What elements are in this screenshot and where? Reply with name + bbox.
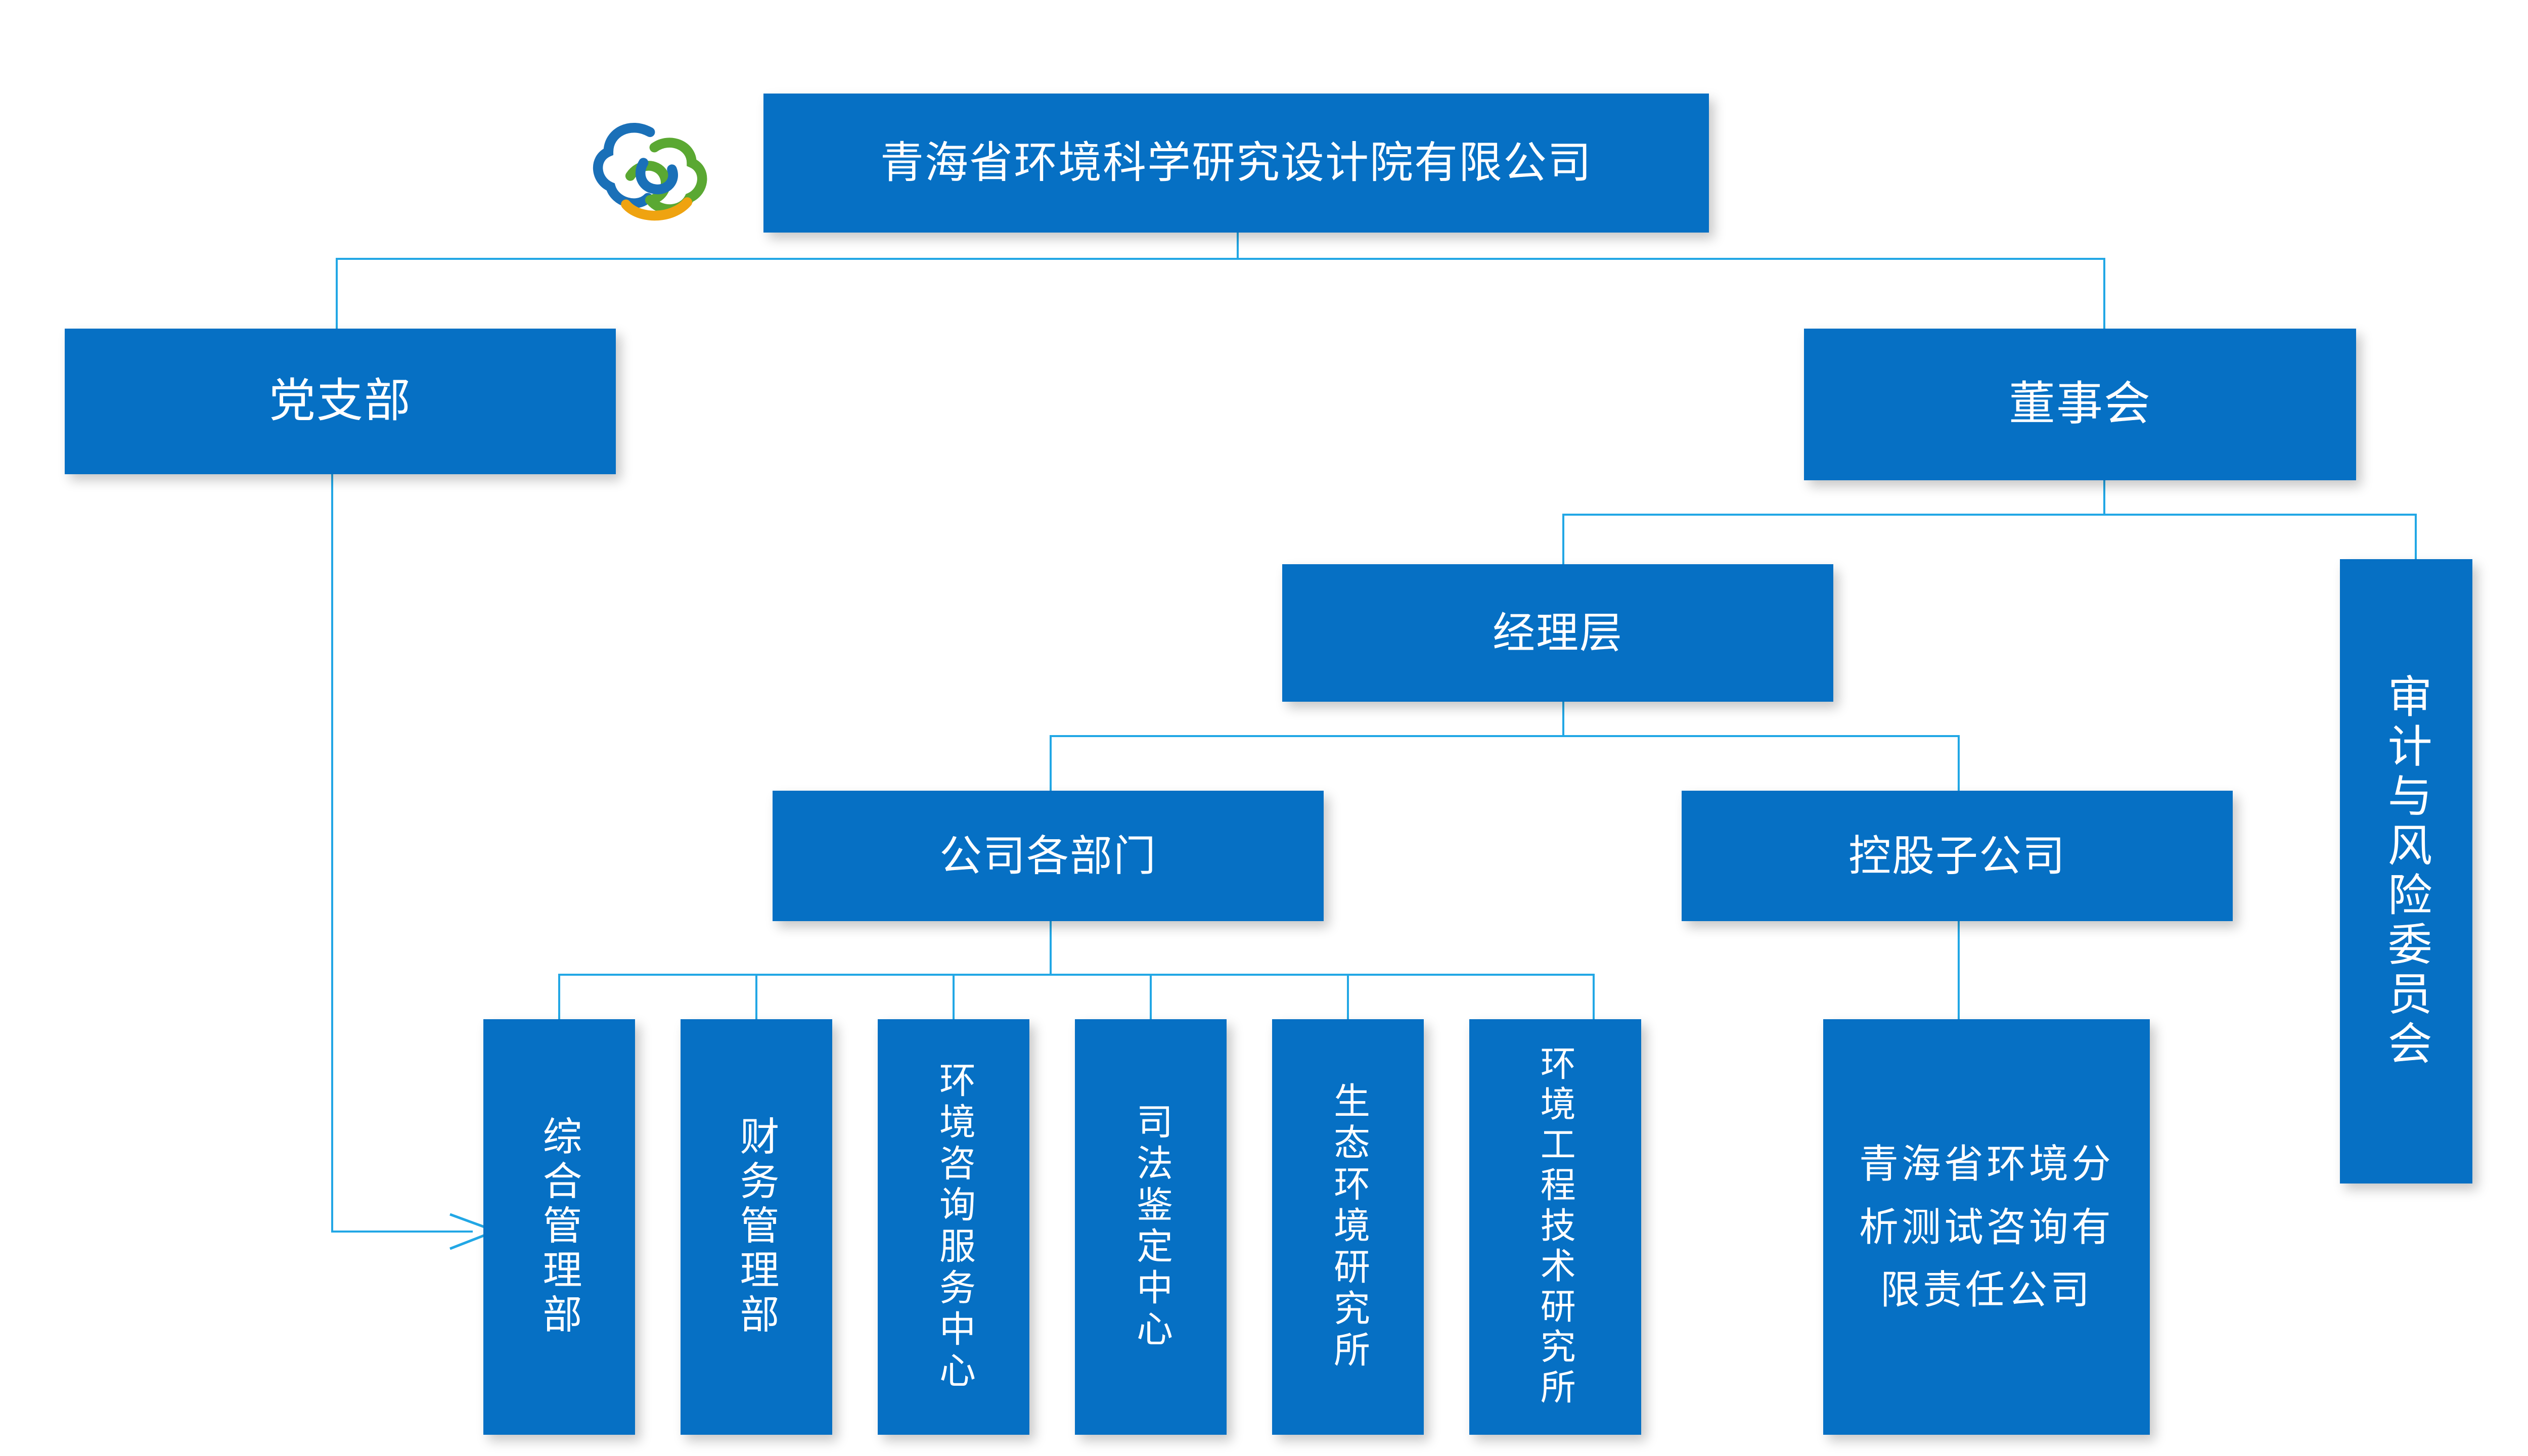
connector-board-stem [2103, 480, 2105, 516]
connector-party-to-general-admin-horizontal [331, 1231, 473, 1233]
node-departments-label: 公司各部门 [939, 832, 1157, 880]
node-subsidiaries-label: 控股子公司 [1848, 832, 2066, 880]
connector-party-to-general-admin-vertical [331, 474, 333, 1233]
node-management-label: 经理层 [1492, 609, 1623, 657]
node-subsidiary-analysis-testing-label: 青海省环境分析测试咨询有限责任公司 [1859, 1141, 2114, 1312]
node-board-label: 董事会 [2008, 378, 2151, 430]
node-party-branch-label: 党支部 [268, 375, 412, 427]
node-dept-env-engineering-institute-label: 环境工程技术研究所 [1536, 1045, 1575, 1409]
node-dept-env-consulting[interactable]: 环境咨询服务中心 [878, 1019, 1029, 1435]
connector-to-departments [1050, 735, 1052, 791]
connector-level4-bus [1050, 735, 1960, 737]
node-subsidiaries[interactable]: 控股子公司 [1682, 791, 2233, 921]
connector-to-dept-1 [755, 974, 757, 1019]
node-dept-env-consulting-label: 环境咨询服务中心 [933, 1061, 974, 1393]
node-subsidiary-analysis-testing[interactable]: 青海省环境分析测试咨询有限责任公司 [1823, 1019, 2150, 1435]
node-dept-general-admin-label: 综合管理部 [537, 1116, 582, 1338]
connector-to-dept-2 [953, 974, 955, 1019]
connector-to-dept-4 [1347, 974, 1349, 1019]
company-cloud-logo [593, 123, 707, 221]
node-dept-forensic-center-label: 司法鉴定中心 [1131, 1103, 1171, 1351]
node-dept-forensic-center[interactable]: 司法鉴定中心 [1075, 1019, 1227, 1435]
connector-to-audit-committee [2415, 514, 2417, 559]
connector-to-subsidiary-0 [1958, 921, 1960, 1019]
connector-level2-bus [336, 258, 2105, 260]
connector-level5-bus [558, 974, 1595, 976]
node-dept-eco-env-institute-label: 生态环境研究所 [1328, 1082, 1369, 1372]
connector-to-dept-3 [1150, 974, 1152, 1019]
node-dept-env-engineering-institute[interactable]: 环境工程技术研究所 [1469, 1019, 1641, 1435]
node-company-label: 青海省环境科学研究设计院有限公司 [880, 138, 1592, 187]
node-departments[interactable]: 公司各部门 [773, 791, 1324, 921]
connector-company-stem [1237, 233, 1239, 260]
connector-to-subsidiaries [1958, 735, 1960, 791]
node-audit-risk-committee-label: 审计与风险委员会 [2381, 673, 2432, 1070]
node-management[interactable]: 经理层 [1282, 564, 1833, 702]
connector-to-dept-0 [558, 974, 560, 1019]
node-dept-finance[interactable]: 财务管理部 [681, 1019, 832, 1435]
connector-to-dept-5 [1593, 974, 1595, 1019]
node-board[interactable]: 董事会 [1804, 329, 2356, 480]
node-dept-finance-label: 财务管理部 [734, 1116, 779, 1338]
connector-management-stem [1562, 702, 1564, 737]
node-dept-eco-env-institute[interactable]: 生态环境研究所 [1272, 1019, 1424, 1435]
connector-to-management [1562, 514, 1564, 564]
node-audit-risk-committee[interactable]: 审计与风险委员会 [2340, 559, 2472, 1184]
connector-to-party-branch [336, 258, 338, 329]
connector-to-board [2103, 258, 2105, 329]
node-dept-general-admin[interactable]: 综合管理部 [483, 1019, 635, 1435]
connector-departments-stem [1050, 921, 1052, 976]
node-company[interactable]: 青海省环境科学研究设计院有限公司 [763, 94, 1709, 233]
node-party-branch[interactable]: 党支部 [65, 329, 616, 474]
connector-level3-bus [1562, 514, 2417, 516]
